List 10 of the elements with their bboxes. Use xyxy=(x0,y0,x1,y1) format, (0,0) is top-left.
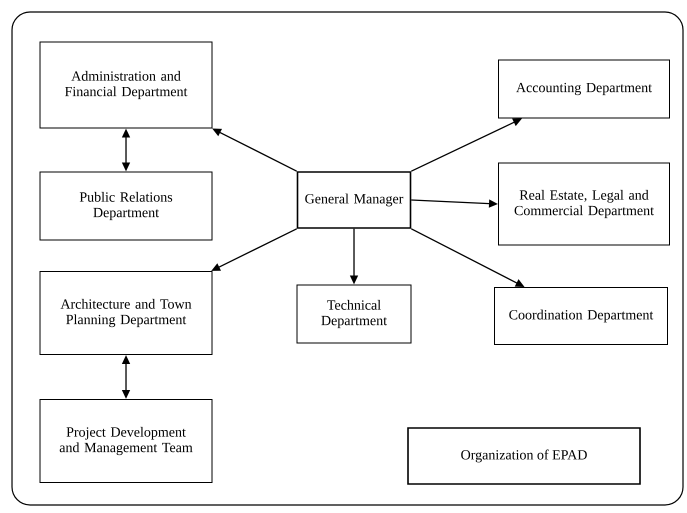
department-box: Real Estate, Legal and Commercial Department xyxy=(498,162,670,246)
department-box: General Manager xyxy=(296,171,412,229)
department-box: Coordination Department xyxy=(494,287,668,345)
department-box: Public Relations Department xyxy=(40,172,212,240)
department-box: Project Development and Management Team xyxy=(40,399,212,483)
title-box: Organization of EPAD xyxy=(407,427,641,485)
department-box: Technical Department xyxy=(296,284,412,344)
department-box: Accounting Department xyxy=(498,60,670,118)
department-box: Architecture and Town Planning Department xyxy=(40,271,212,355)
department-box: Administration and Financial Department xyxy=(40,42,212,128)
